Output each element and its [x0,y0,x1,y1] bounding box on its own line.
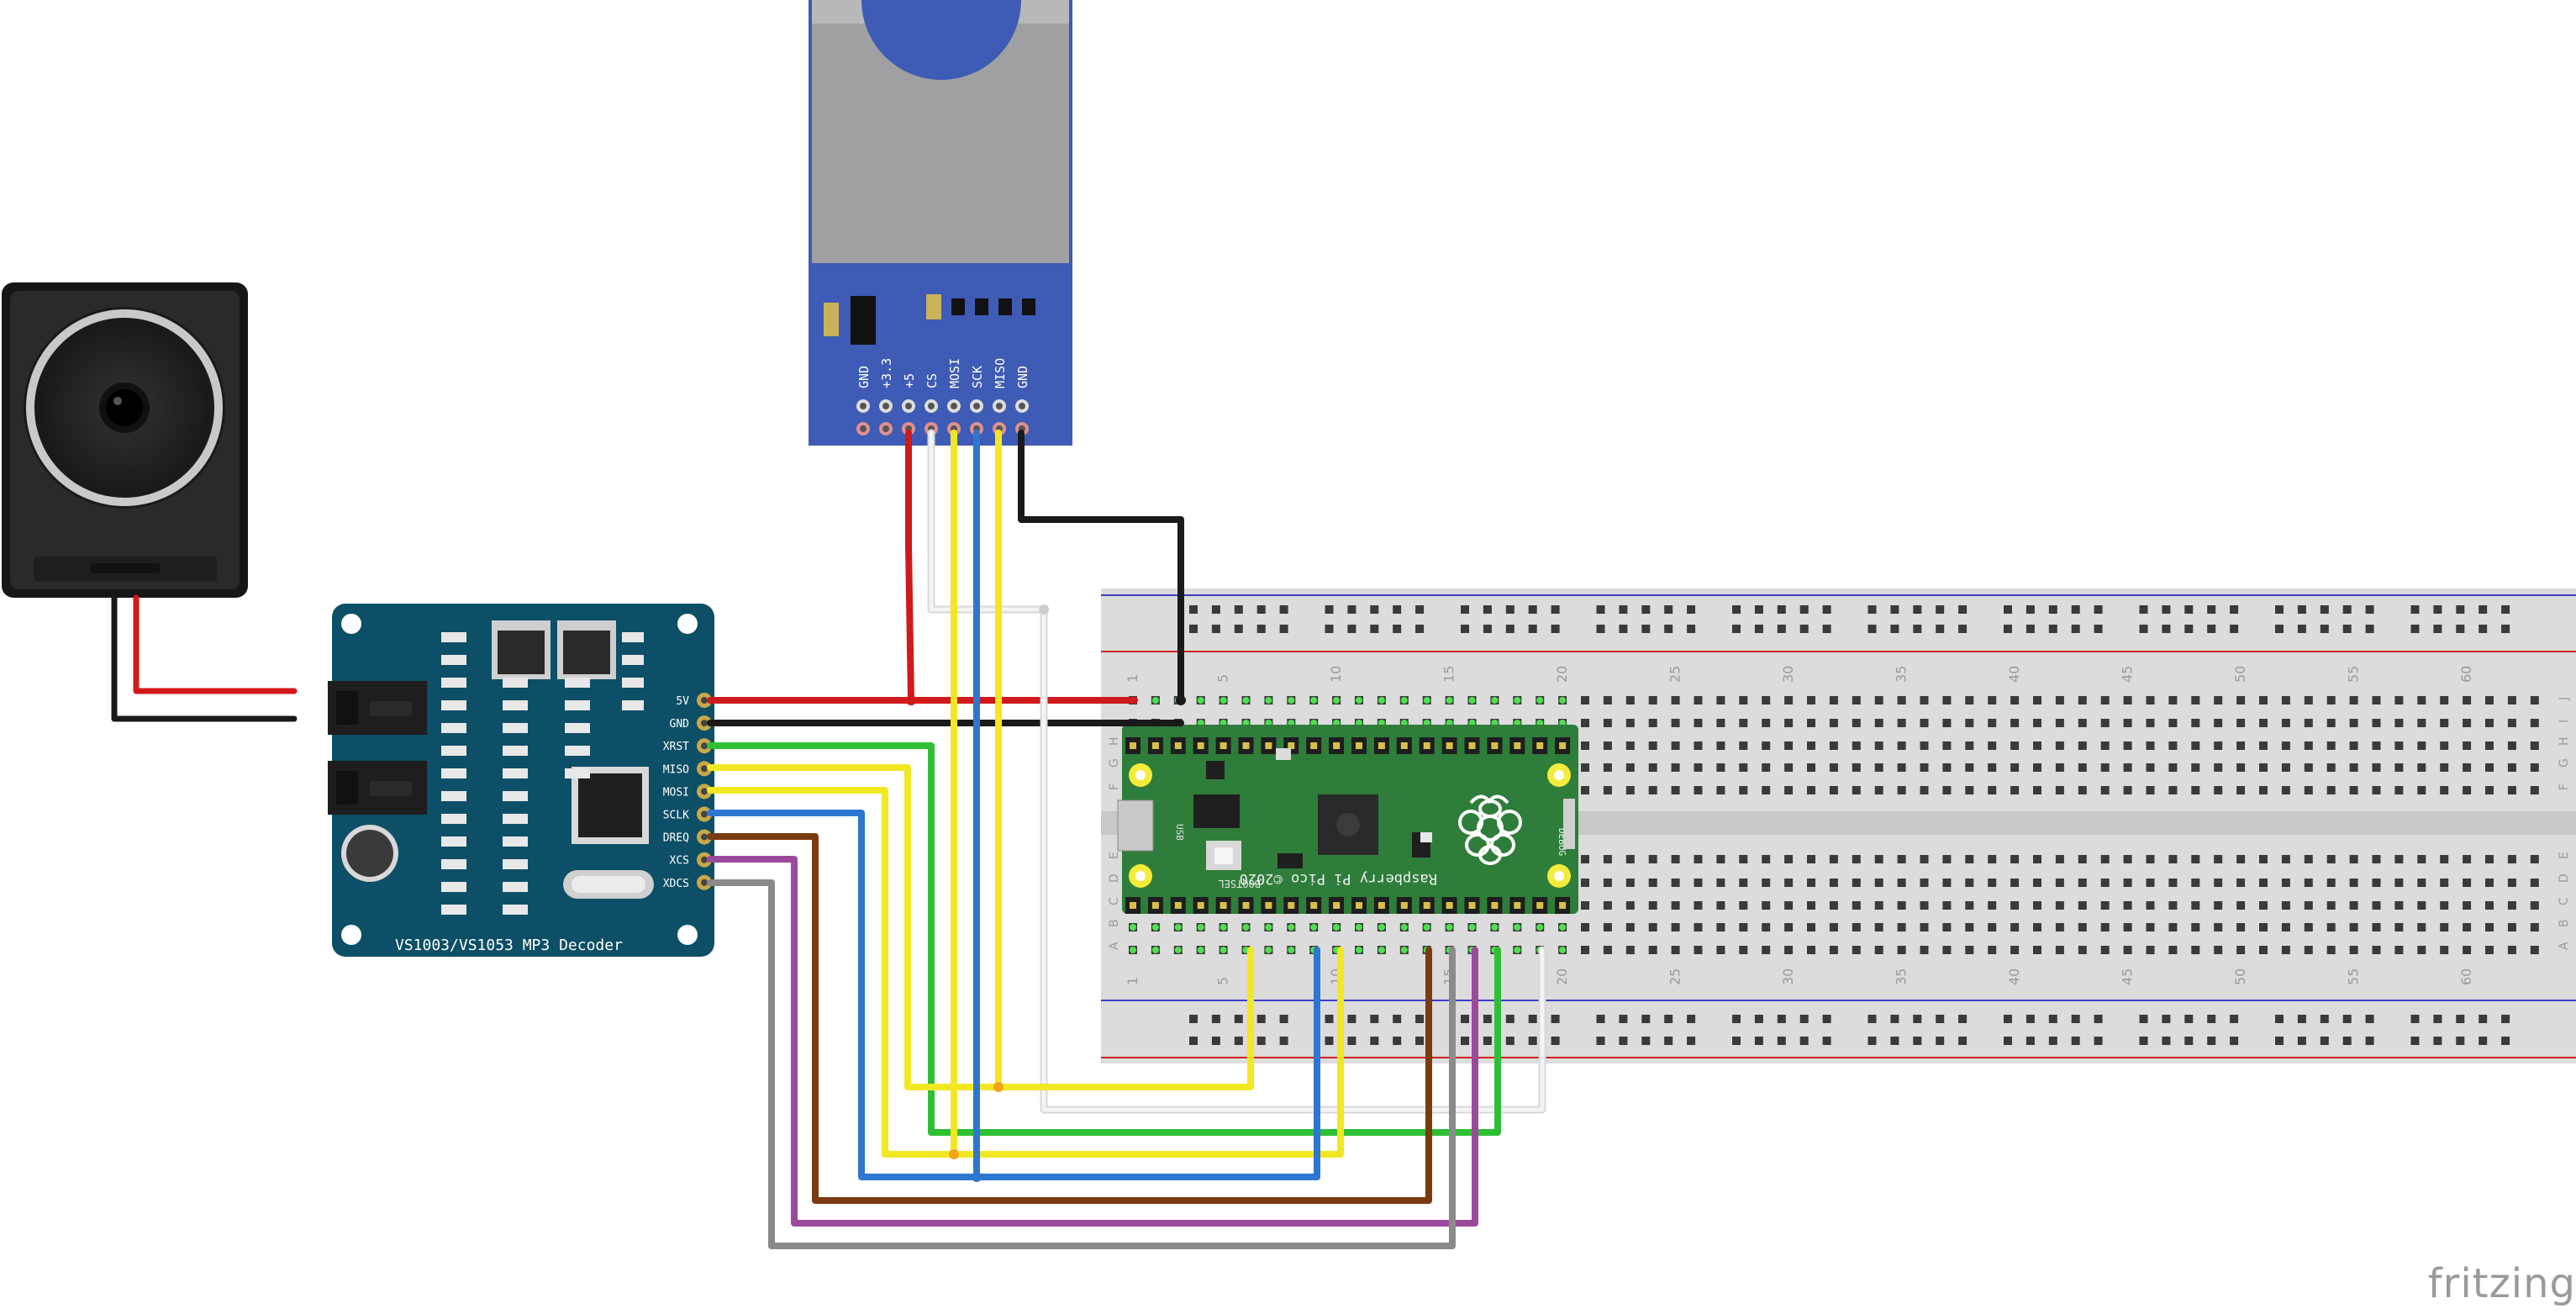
sd-pin-label: CS [925,373,940,388]
column-number: 20 [1554,666,1570,683]
wire-speaker-red [133,594,298,694]
column-number: 40 [2006,666,2022,683]
row-letter: H [2558,736,2571,746]
wire-xcs-purple [707,856,1478,1227]
row-letter: B [1108,919,1121,927]
sd-pin-label: +3.3 [879,358,894,388]
column-number: 50 [2232,666,2248,683]
mp3-pin-label: MISO [663,763,689,776]
raspberry-logo-icon [1458,794,1522,865]
column-number: 5 [1215,674,1231,683]
row-letter: H [1108,736,1121,746]
sd-pin-label: +5 [902,373,917,388]
column-number: 1 [1125,977,1140,985]
row-letter: G [2558,758,2571,768]
wire-sd-gnd-black [1018,430,1184,704]
column-number: 30 [1780,666,1796,683]
column-number: 25 [1667,666,1683,683]
mp3-pin-label: XCS [670,855,689,868]
column-number: 55 [2346,666,2362,683]
sd-pin-label: GND [1015,366,1030,388]
wire-dreq-brown [707,833,1432,1204]
row-letter: C [2558,897,2571,905]
mp3-pin-header [697,693,712,890]
column-number: 35 [1894,968,1910,985]
mp3-pin-label: DREQ [663,832,689,845]
sd-card-module [809,0,1072,446]
column-number: 10 [1328,666,1344,683]
sd-slot-cutout [861,0,1021,80]
column-number: 20 [1554,968,1570,985]
row-letter: I [2558,720,2571,723]
row-letter: D [2558,873,2571,883]
sd-pin-label: MOSI [947,358,962,388]
vs1053-chip [578,773,642,837]
column-number: 30 [1780,968,1796,985]
sd-pin-label: SCK [970,366,985,388]
wire-mosi-yellow [707,787,1344,1158]
column-number: 50 [2232,968,2248,985]
column-number: 40 [2006,968,2022,985]
row-letter: F [2558,784,2571,790]
pico-label: Raspberry Pi Pico ©2020 [1240,870,1437,887]
column-number: 25 [1667,968,1683,985]
mp3-decoder-module: VS1003/VS1053 MP3 Decoder [328,604,714,957]
column-number: 1 [1125,674,1140,683]
row-letter: G [1108,758,1121,768]
row-letter: E [1108,852,1121,859]
row-letter: E [2558,852,2571,859]
row-letter: A [2558,942,2571,950]
mp3-pin-label: XRST [663,741,689,753]
column-number: 45 [2120,968,2136,985]
mp3-pin-label: 5V [676,695,689,708]
mp3-board [332,604,714,957]
speaker [2,282,248,598]
sd-pin-labels: GND +3.3 +5 CS MOSI SCK MISO GND [856,358,1030,388]
wire-sclk-blue [707,810,1320,1180]
column-number: 35 [1894,666,1910,683]
pico-bootsel-label: BOOTSEL [1218,878,1261,889]
mp3-pin-label: MOSI [663,786,689,799]
wire-miso-yellow [707,764,1254,1090]
row-letter: D [1108,873,1121,883]
column-number: 60 [2458,666,2474,683]
wires [111,429,1546,1249]
sd-pin-label: GND [856,366,872,388]
row-letter: C [1108,897,1121,905]
row-letter: B [2558,919,2571,927]
row-letter: F [1108,784,1121,790]
column-number: 5 [1215,977,1231,985]
pico-pin-headers [1125,737,1571,914]
wire-speaker-black [111,594,298,722]
pico-usb-port [1117,799,1154,852]
sd-pin-label: MISO [993,358,1008,388]
wire-sd-5v-red [905,430,914,704]
mp3-pin-labels: 5V GND XRST MISO MOSI SCLK DREQ XCS XDCS [663,695,689,890]
column-number: 55 [2346,968,2362,985]
pico-flash-chip [1193,794,1240,828]
mp3-pin-label: GND [670,718,690,731]
raspberry-pi-pico: BOOTSEL USB Raspberry Pi Pico ©2020 DEBU… [1117,725,1578,914]
fritzing-watermark: fritzing [2427,1260,2576,1307]
mp3-smd-components [441,632,644,915]
column-number: 15 [1441,666,1457,683]
pico-usb-label: USB [1174,824,1185,841]
wire-xdcs-gray [707,879,1456,1249]
row-letter: J [2558,697,2571,701]
row-letter: A [1108,942,1121,950]
mp3-pin-label: XDCS [663,878,689,890]
column-number: 45 [2120,666,2136,683]
mp3-decoder-title: VS1003/VS1053 MP3 Decoder [395,937,623,954]
wire-xrst-green [707,742,1501,1136]
column-number: 60 [2458,968,2474,985]
mp3-pin-label: SCLK [663,810,689,822]
